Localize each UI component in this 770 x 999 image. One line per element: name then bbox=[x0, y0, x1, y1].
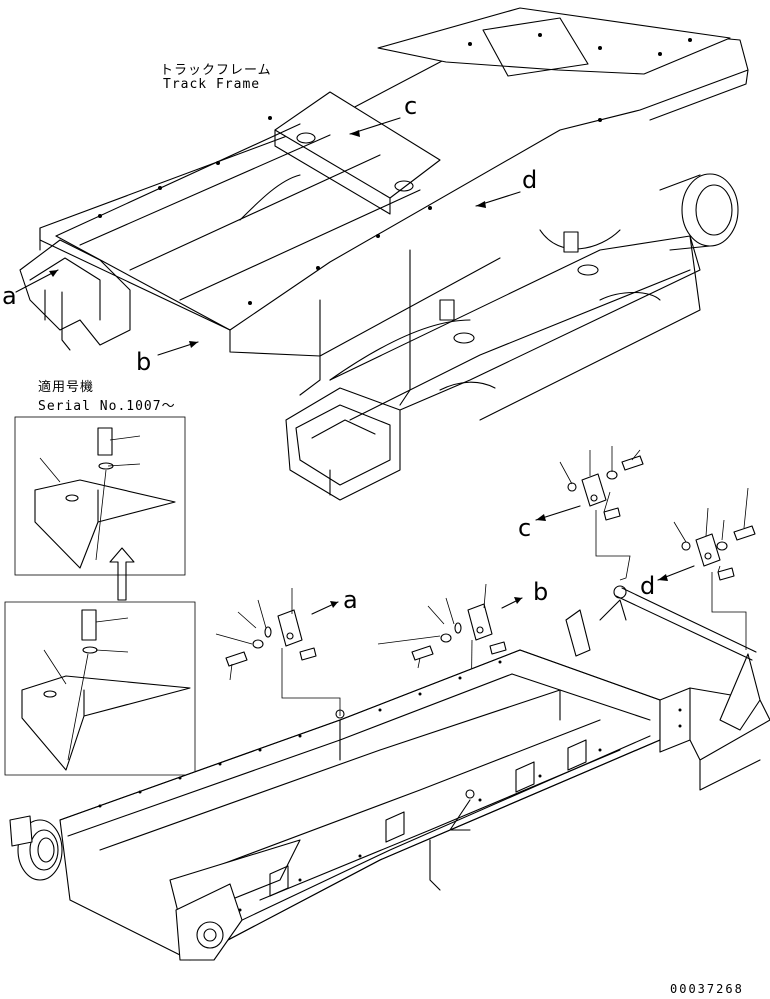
track-frame-drawing bbox=[19, 7, 749, 501]
conveyor-frame-drawing bbox=[9, 585, 770, 961]
bracket-group-d bbox=[657, 487, 756, 650]
callout-d-frame: d bbox=[522, 166, 538, 194]
track-frame-label-en: Track Frame bbox=[163, 77, 261, 92]
track-frame-callout-arrows bbox=[15, 117, 521, 356]
bracket-group-c bbox=[535, 446, 644, 581]
serial-label-en: Serial No.1007～ bbox=[38, 399, 176, 414]
bracket-group-a bbox=[215, 588, 341, 716]
callout-c-frame: c bbox=[404, 92, 418, 120]
callout-d-bracket: d bbox=[640, 572, 656, 600]
serial-label-jp: 適用号機 bbox=[38, 380, 95, 395]
callout-b-bracket: b bbox=[533, 578, 549, 606]
callout-a-frame: a bbox=[2, 282, 17, 310]
track-frame-label-jp: トラックフレーム bbox=[160, 63, 272, 78]
callout-a-bracket: a bbox=[343, 586, 358, 614]
upgrade-arrow bbox=[109, 547, 135, 601]
serial-inset-new bbox=[14, 416, 186, 576]
callout-c-bracket: c bbox=[518, 514, 532, 542]
callout-b-frame: b bbox=[136, 348, 152, 376]
serial-inset-old bbox=[4, 601, 196, 776]
drawing-number: 00037268 bbox=[670, 982, 744, 996]
